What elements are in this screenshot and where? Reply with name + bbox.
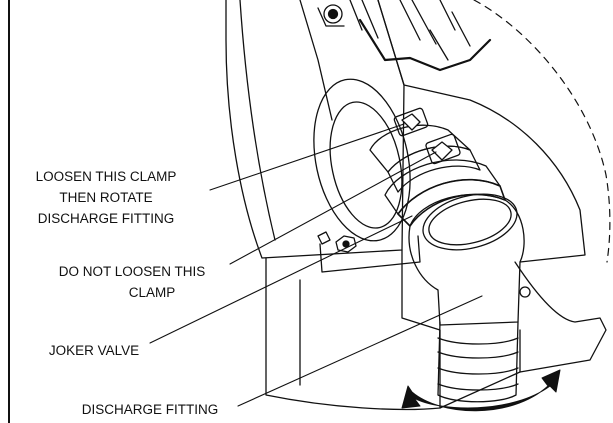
coupling-sleeve bbox=[387, 145, 481, 193]
discharge-elbow bbox=[408, 193, 525, 326]
outlet-recess-inner bbox=[329, 101, 403, 229]
label-clamp-keep-line1: DO NOT LOOSEN THIS bbox=[59, 264, 206, 279]
mounting-bracket bbox=[225, 0, 405, 259]
label-discharge-fitting: DISCHARGE FITTING bbox=[82, 402, 219, 417]
lower-clamp-screw-icon bbox=[431, 141, 453, 161]
upper-clamp-screw-icon bbox=[401, 113, 421, 131]
upper-clamp-screw-housing bbox=[393, 107, 429, 137]
elbow-outlet-face bbox=[422, 193, 518, 251]
top-bolt-icon bbox=[323, 4, 343, 24]
leader-clamp-loosen bbox=[209, 123, 405, 191]
outlet-recess bbox=[313, 78, 411, 242]
upper-clamp-band bbox=[369, 124, 471, 173]
motor-shaded-panel bbox=[358, 18, 492, 72]
label-clamp-loosen-line2: THEN ROTATE bbox=[59, 190, 152, 205]
elbow-outlet-rim bbox=[428, 198, 512, 246]
label-clamp-keep-line2: CLAMP bbox=[129, 285, 176, 300]
pump-housing-base bbox=[514, 261, 607, 373]
motor-housing-fold bbox=[299, 0, 333, 121]
hose-barb bbox=[437, 321, 519, 403]
label-joker-valve: JOKER VALVE bbox=[49, 343, 139, 358]
motor-detail-lines bbox=[349, 0, 471, 61]
leader-joker-valve bbox=[149, 215, 413, 344]
hose-barb-ridge-2 bbox=[437, 351, 519, 359]
leader-clamp-keep bbox=[229, 151, 437, 265]
housing-bolt-center bbox=[342, 240, 350, 248]
hose-barb-ridge-4 bbox=[437, 383, 519, 391]
top-bolt-washer bbox=[317, 7, 345, 27]
rotation-arrow-icon bbox=[401, 369, 561, 412]
small-fastener-icon bbox=[317, 231, 331, 245]
dashed-rotation-arc bbox=[473, 0, 611, 263]
motor-housing bbox=[377, 0, 586, 263]
lower-clamp-screw-housing bbox=[425, 133, 461, 165]
bracket-flange bbox=[319, 235, 421, 273]
label-clamp-loosen-line3: DISCHARGE FITTING bbox=[38, 211, 175, 226]
joker-valve-ring bbox=[397, 178, 506, 227]
top-bolt-center bbox=[327, 8, 339, 20]
hose-barb-ridge-3 bbox=[437, 367, 519, 375]
leader-discharge-fitting bbox=[237, 295, 483, 407]
label-clamp-loosen-line1: LOOSEN THIS CLAMP bbox=[36, 169, 177, 184]
base-port-icon bbox=[519, 286, 531, 298]
bracket-inner-edge bbox=[239, 0, 276, 241]
hose-barb-ridge-1 bbox=[437, 337, 519, 345]
